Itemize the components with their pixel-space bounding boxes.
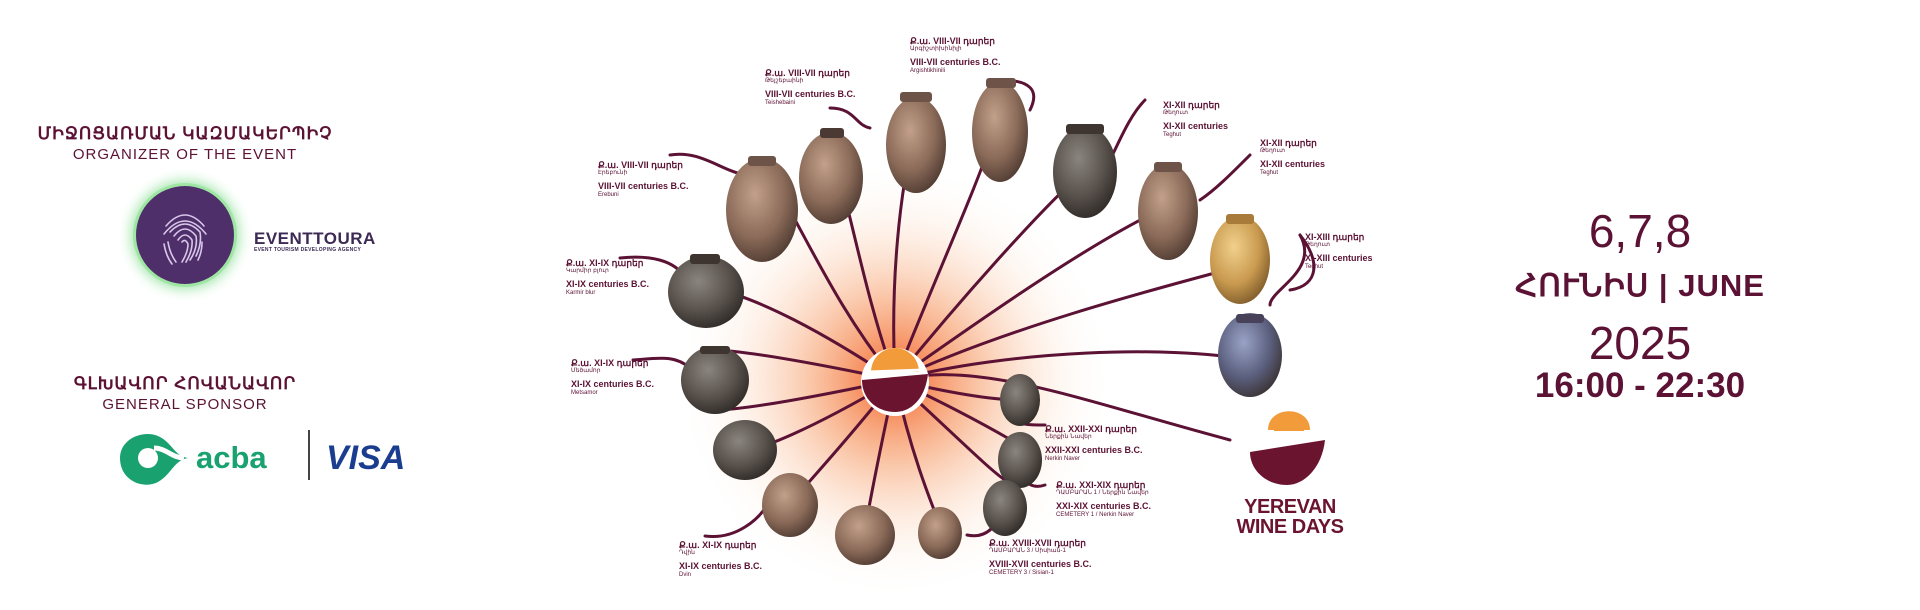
wine-days-logo-line2: WINE DAYS <box>1236 516 1344 538</box>
yerevan-wine-days-logo <box>1250 411 1325 485</box>
event-time: 16:00 - 22:30 <box>1534 366 1746 405</box>
event-dates: 6,7,8 <box>1588 205 1692 257</box>
sponsor-divider <box>308 430 310 480</box>
event-year: 2025 <box>1588 317 1692 369</box>
wine-days-logo-line1: YEREVAN <box>1244 496 1336 518</box>
fingerprint-icon <box>136 186 234 284</box>
acba-logo-text: acba <box>196 440 267 475</box>
amphora-jars <box>668 78 1282 565</box>
eventtoura-logo-text: EVENTTOURA <box>254 229 376 248</box>
sponsor-title-hy: ԳԼԽԱՎՈՐ ՀՈՎԱՆԱՎՈՐ <box>73 374 297 393</box>
acba-logo-icon <box>114 430 194 493</box>
event-month: ՀՈՒՆԻՍ | JUNE <box>1515 268 1765 303</box>
sponsor-title-en: GENERAL SPONSOR <box>102 396 268 413</box>
visa-logo: VISA <box>326 439 406 477</box>
organizer-title-en: ORGANIZER OF THE EVENT <box>72 146 298 163</box>
eventtoura-tagline: EVENT TOURISM DEVELOPING AGENCY <box>254 247 362 253</box>
organizer-title-hy: ՄԻՋՈՑԱՌՄԱՆ ԿԱԶՄԱԿԵՐՊԻՉ <box>37 124 333 143</box>
center-logo <box>861 348 929 416</box>
